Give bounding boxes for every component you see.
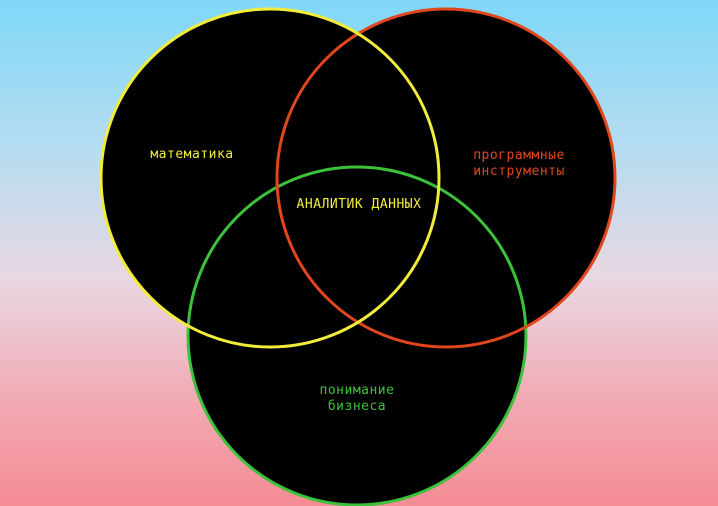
label-business-line-1: понимание: [319, 383, 395, 398]
circle-business-fill: [188, 167, 526, 505]
circle-math-outline: [99, 7, 441, 349]
label-math-line-1: математика: [150, 147, 234, 162]
label-tools: программные инструменты: [446, 148, 592, 180]
label-business-line-2: бизнеса: [327, 399, 387, 414]
circle-business-outline: [186, 165, 528, 506]
label-center-text: АНАЛИТИК ДАННЫХ: [296, 197, 422, 212]
label-center: АНАЛИТИК ДАННЫХ: [278, 198, 440, 211]
circle-tools-outline: [275, 7, 617, 349]
label-tools-line-2: инструменты: [473, 164, 565, 179]
label-business: понимание бизнеса: [290, 383, 424, 415]
label-math: математика: [126, 148, 258, 161]
label-tools-line-1: программные: [473, 148, 565, 163]
